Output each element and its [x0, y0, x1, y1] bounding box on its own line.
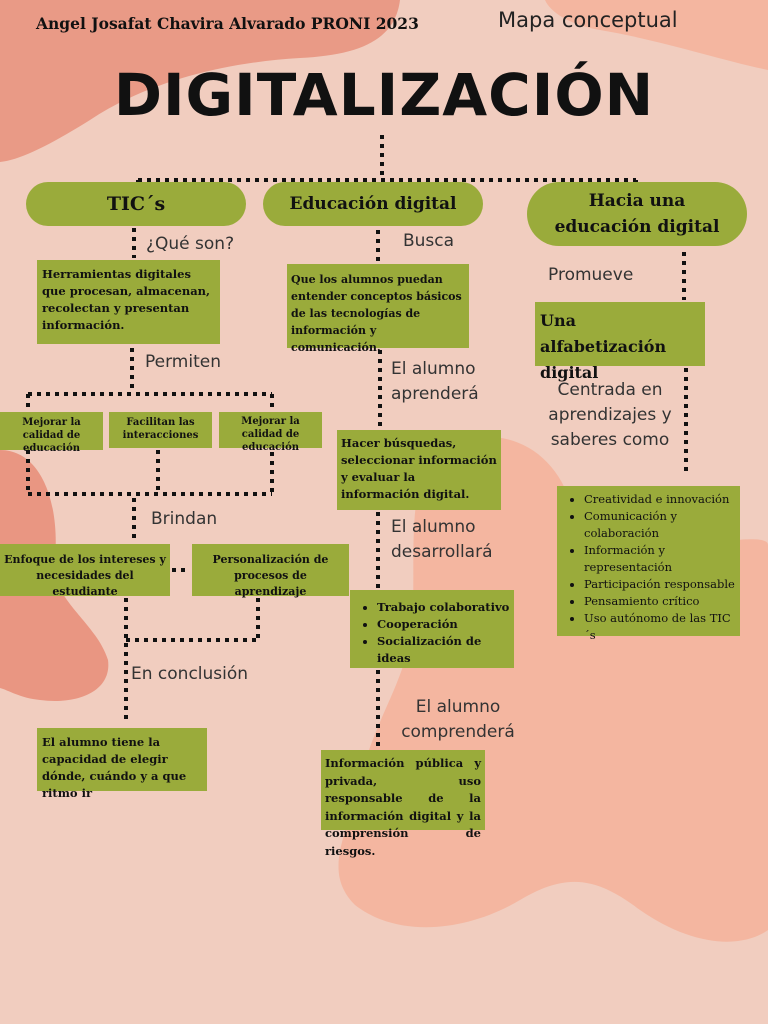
- node-educacion-digital: Educación digital: [263, 182, 483, 226]
- node-hacia-educacion-label: Hacia una educación digital: [554, 191, 720, 237]
- box-facilitan-interacciones: Facilitan las interacciones: [109, 412, 212, 448]
- label-promueve: Promueve: [548, 265, 634, 285]
- box-conclusion: El alumno tiene la capacidad de elegir d…: [37, 728, 207, 800]
- label-centrada-en: Centrada en aprendizajes y saberes como: [548, 380, 672, 450]
- label-permiten: Permiten: [145, 352, 221, 372]
- node-educacion-digital-label: Educación digital: [289, 194, 457, 214]
- map-type-label: Mapa conceptual: [498, 8, 678, 32]
- label-en-conclusion: En conclusión: [131, 664, 249, 684]
- box-desarrollara: Trabajo colaborativo Cooperación Sociali…: [350, 590, 514, 668]
- list-item: Socialización de ideas: [377, 633, 510, 667]
- box-saberes-list: Creatividad e innovación Comunicación y …: [557, 486, 740, 642]
- list-item: Pensamiento crítico: [584, 593, 737, 610]
- box-comprendera: Información pública y privada, uso respo…: [321, 750, 485, 858]
- label-alumno-desarrollara: El alumno desarrollará: [391, 517, 493, 562]
- list-item: Trabajo colaborativo: [377, 599, 510, 616]
- node-tics-label: TIC´s: [106, 193, 166, 215]
- node-hacia-educacion: Hacia una educación digital: [527, 182, 747, 246]
- box-busca: Que los alumnos puedan entender concepto…: [287, 264, 469, 354]
- blob-top-right: [545, 0, 768, 70]
- list-saberes: Creatividad e innovación Comunicación y …: [562, 491, 737, 644]
- box-mejorar-calidad-1: Mejorar la calidad de educación: [0, 412, 103, 454]
- main-title: DIGITALIZACIÓN: [113, 61, 655, 129]
- box-personalizacion: Personalización de procesos de aprendiza…: [192, 544, 349, 598]
- box-mejorar-calidad-2: Mejorar la calidad de educación: [219, 412, 322, 453]
- list-item: Participación responsable: [584, 576, 737, 593]
- box-aprendera: Hacer búsquedas, seleccionar información…: [337, 430, 501, 510]
- label-que-son: ¿Qué son?: [146, 234, 235, 254]
- list-item: Comunicación y colaboración: [584, 508, 737, 542]
- label-alumno-aprendera: El alumno aprenderá: [391, 359, 479, 404]
- box-alfabetizacion: Una alfabetización digital: [535, 302, 705, 382]
- label-brindan: Brindan: [151, 509, 218, 529]
- list-item: Información y representación: [584, 542, 737, 576]
- list-item: Uso autónomo de las TIC´s: [584, 610, 737, 644]
- blob-top-left: [0, 0, 400, 162]
- list-desarrollara: Trabajo colaborativo Cooperación Sociali…: [355, 599, 510, 667]
- list-item: Cooperación: [377, 616, 510, 633]
- box-tics-definition: Herramientas digitales que procesan, alm…: [37, 260, 220, 344]
- author-name: Angel Josafat Chavira Alvarado PRONI 202…: [36, 14, 419, 33]
- node-tics: TIC´s: [26, 182, 246, 226]
- box-enfoque-intereses: Enfoque de los intereses y necesidades d…: [0, 544, 170, 598]
- label-busca: Busca: [403, 231, 455, 251]
- list-item: Creatividad e innovación: [584, 491, 737, 508]
- label-alumno-comprendera: El alumno comprenderá: [401, 697, 515, 742]
